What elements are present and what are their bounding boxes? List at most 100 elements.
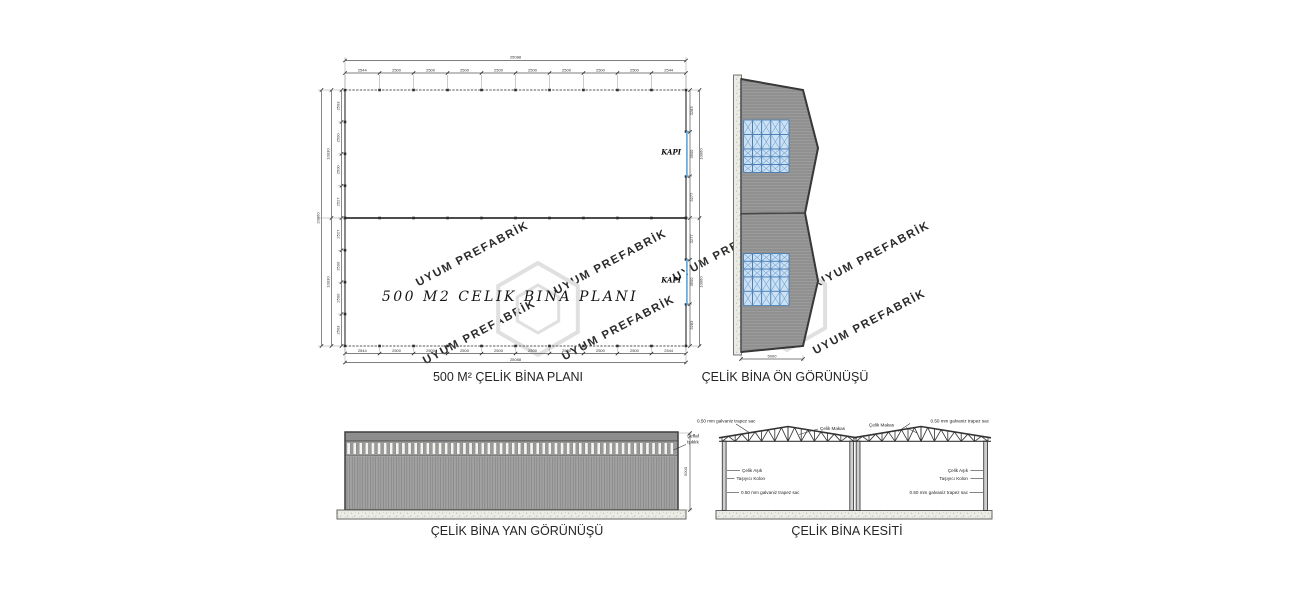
dim-tick	[581, 351, 586, 356]
section-label-purlin-left: Çelik Aşık	[742, 468, 763, 473]
window-cross	[779, 156, 790, 165]
window-cross	[752, 134, 762, 150]
skylight-dash	[596, 442, 601, 455]
window-cross	[752, 261, 762, 270]
dim-label: 2500	[562, 68, 572, 73]
front-windows	[743, 119, 790, 306]
skylight-dash	[584, 442, 589, 455]
dim-label: 2503	[335, 325, 340, 335]
plan-column	[480, 216, 483, 220]
window-cross	[761, 164, 771, 173]
watermark-text: UYUM PREFABRİK	[811, 287, 928, 358]
section-column	[721, 440, 727, 511]
skylight-dash	[359, 442, 363, 455]
plan-left-half-1: 10030	[325, 148, 330, 160]
watermark-logo-hexagon	[496, 260, 580, 358]
plan-column	[514, 88, 517, 92]
section-foundation	[715, 510, 993, 520]
dim-label: 2500	[528, 348, 538, 353]
side-foundation	[336, 509, 687, 520]
window-cross	[761, 291, 772, 306]
skylight-dash	[615, 442, 619, 455]
truss-web	[927, 427, 935, 442]
plan-column	[343, 88, 347, 92]
window-cross	[752, 156, 762, 165]
truss-web	[974, 436, 982, 442]
dim-tick	[649, 71, 654, 75]
truss-web	[940, 429, 949, 442]
dim-label: 2500	[630, 68, 640, 73]
dim-label: 2503	[335, 101, 340, 111]
window-cross	[779, 276, 790, 292]
plan-column	[412, 216, 415, 220]
window-cross	[761, 134, 772, 150]
skylight-dash	[462, 442, 467, 455]
truss-web	[888, 431, 896, 442]
side-detail	[346, 442, 675, 509]
skylight-dash	[346, 442, 351, 455]
skylight-dash	[603, 442, 607, 455]
truss-web	[728, 436, 736, 442]
skylight-dash	[535, 442, 540, 455]
plan-right-half-2: 10060	[699, 276, 704, 288]
truss-web	[934, 429, 942, 442]
plan-column	[616, 216, 619, 220]
truss-web	[774, 427, 782, 442]
truss-web	[847, 436, 855, 442]
window-cross	[770, 134, 781, 150]
plan-column	[582, 344, 585, 348]
window-cross	[779, 134, 790, 150]
label-leader	[798, 428, 819, 435]
truss-web	[981, 436, 989, 442]
skylight-label-line1: Şeffaf	[687, 434, 700, 439]
truss-web	[794, 427, 802, 442]
window-cross	[743, 291, 753, 306]
truss-web	[967, 433, 975, 442]
watermark-logo-hexagon-inner	[515, 283, 561, 335]
section-label-column-right: Taşıyıcı Kolon	[939, 476, 968, 481]
skylight-dash	[432, 442, 436, 455]
door-opening	[684, 260, 688, 304]
plan-column	[343, 248, 347, 252]
window-cross	[779, 148, 790, 158]
plan-column	[684, 258, 688, 261]
window-cross	[752, 119, 762, 135]
section-column	[855, 440, 861, 511]
dim-label: 2500	[494, 68, 504, 73]
plan-column	[684, 302, 688, 306]
plan-column	[616, 88, 619, 92]
skylight-dash	[413, 442, 418, 455]
window-cross	[752, 253, 762, 262]
dim-label: 3283	[689, 106, 694, 116]
truss-web	[787, 427, 795, 442]
skylight-dash	[407, 442, 412, 455]
door-label-1: KAPI	[660, 148, 681, 157]
window-cross	[752, 148, 762, 158]
label-leader	[905, 427, 918, 434]
skylight-dash	[529, 442, 534, 455]
skylight-dash	[548, 442, 552, 455]
window-cross	[761, 253, 771, 262]
window-cross	[743, 156, 753, 165]
truss-web	[947, 431, 955, 442]
truss-web	[875, 433, 883, 442]
dim-label: 2500	[335, 293, 340, 303]
dim-tick	[377, 351, 382, 356]
plan-total-width-bottom: 25088	[510, 357, 522, 362]
plan-left-half-2: 10030	[325, 276, 330, 288]
window-cross	[779, 268, 790, 278]
dim-label: 3277	[689, 192, 694, 202]
skylight-dash	[542, 442, 546, 455]
dim-tick	[547, 351, 552, 356]
window-cross	[770, 253, 781, 262]
dim-label: 3500	[689, 277, 694, 287]
dim-label: 2527	[335, 197, 340, 207]
label-leader	[897, 423, 911, 432]
front-dimension	[739, 355, 805, 361]
skylight-dash	[468, 442, 473, 455]
skylight-dash	[365, 442, 369, 455]
section-view: 0.50 mm galvaniz trapez sac 0.50 mm galv…	[697, 419, 993, 538]
plan-column	[684, 88, 688, 92]
